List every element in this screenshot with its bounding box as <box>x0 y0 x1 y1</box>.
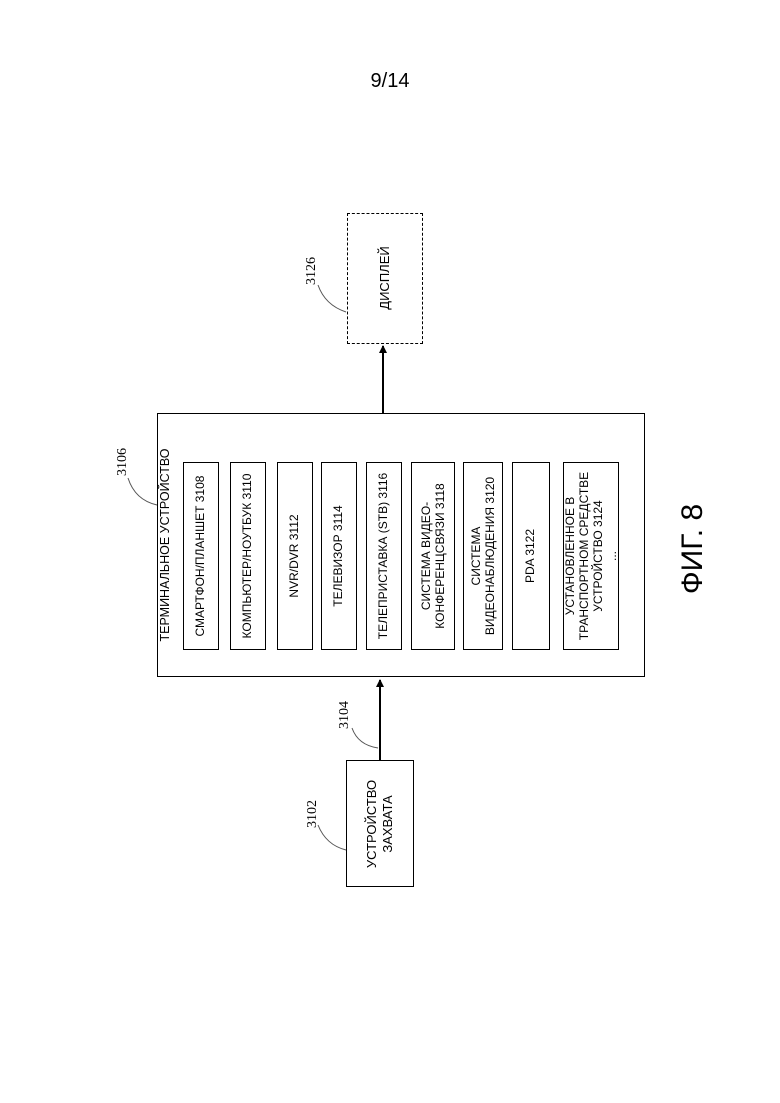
leader-3126 <box>318 285 346 312</box>
terminal-item-nvr-label: NVR/DVR 3112 <box>287 462 303 650</box>
leader-3104 <box>352 728 378 748</box>
terminal-title: ТЕРМИНАЛЬНОЕ УСТРОЙСТВО <box>157 415 173 675</box>
terminal-item-computer-label: КОМПЬЮТЕР/НОУТБУК 3110 <box>240 462 256 650</box>
terminal-item-pda-label: PDA 3122 <box>523 462 539 650</box>
capture-device-ref: 3102 <box>305 794 323 834</box>
figure-label: ФИГ. 8 <box>675 479 711 619</box>
display-label: ДИСПЛЕЙ <box>377 228 393 328</box>
display-ref: 3126 <box>304 251 322 291</box>
terminal-item-stb-label: ТЕЛЕПРИСТАВКА (STB) 3116 <box>376 462 392 650</box>
link-ref: 3104 <box>337 695 355 735</box>
terminal-ref: 3106 <box>115 442 133 482</box>
terminal-item-tv-label: ТЕЛЕВИЗОР 3114 <box>331 462 347 650</box>
capture-device-label: УСТРОЙСТВО ЗАХВАТА <box>364 764 396 884</box>
terminal-item-surveillance-label: СИСТЕМА ВИДЕОНАБЛЮДЕНИЯ 3120 <box>469 462 497 650</box>
terminal-item-vehicle-label: УСТАНОВЛЕННОЕ В ТРАНСПОРТНОМ СРЕДСТВЕ УС… <box>563 462 619 650</box>
terminal-item-smartphone-label: СМАРТФОН/ПЛАНШЕТ 3108 <box>193 462 209 650</box>
terminal-item-videoconf-label: СИСТЕМА ВИДЕО- КОНФЕРЕНЦСВЯЗИ 3118 <box>419 462 447 650</box>
leader-3106 <box>128 478 157 505</box>
